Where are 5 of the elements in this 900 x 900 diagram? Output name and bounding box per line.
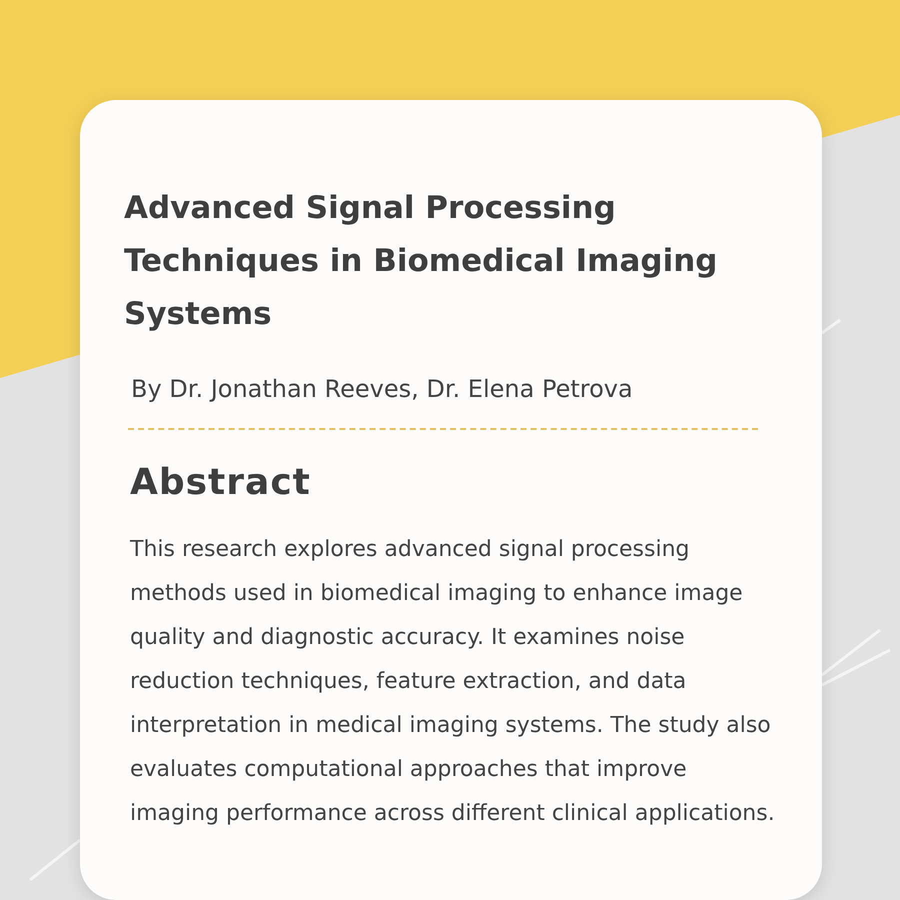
abstract-text: This research explores advanced signal processing methods used in biomedical imaging to enhance image quality and diagnostic accuracy. It examines noise reduction techniques, feature extraction, and data interpretation in medical imaging systems. The study also evaluates computational approaches that improve imaging performance across different clinical applications. bbox=[130, 536, 776, 828]
author-line: By Dr. Jonathan Reeves, Dr. Elena Petrova bbox=[131, 375, 633, 403]
paper-title: Advanced Signal Processing Techniques in Biomedical Imaging Systems bbox=[124, 189, 718, 334]
abstract-card bbox=[80, 100, 822, 900]
section-heading: Abstract bbox=[130, 462, 311, 503]
